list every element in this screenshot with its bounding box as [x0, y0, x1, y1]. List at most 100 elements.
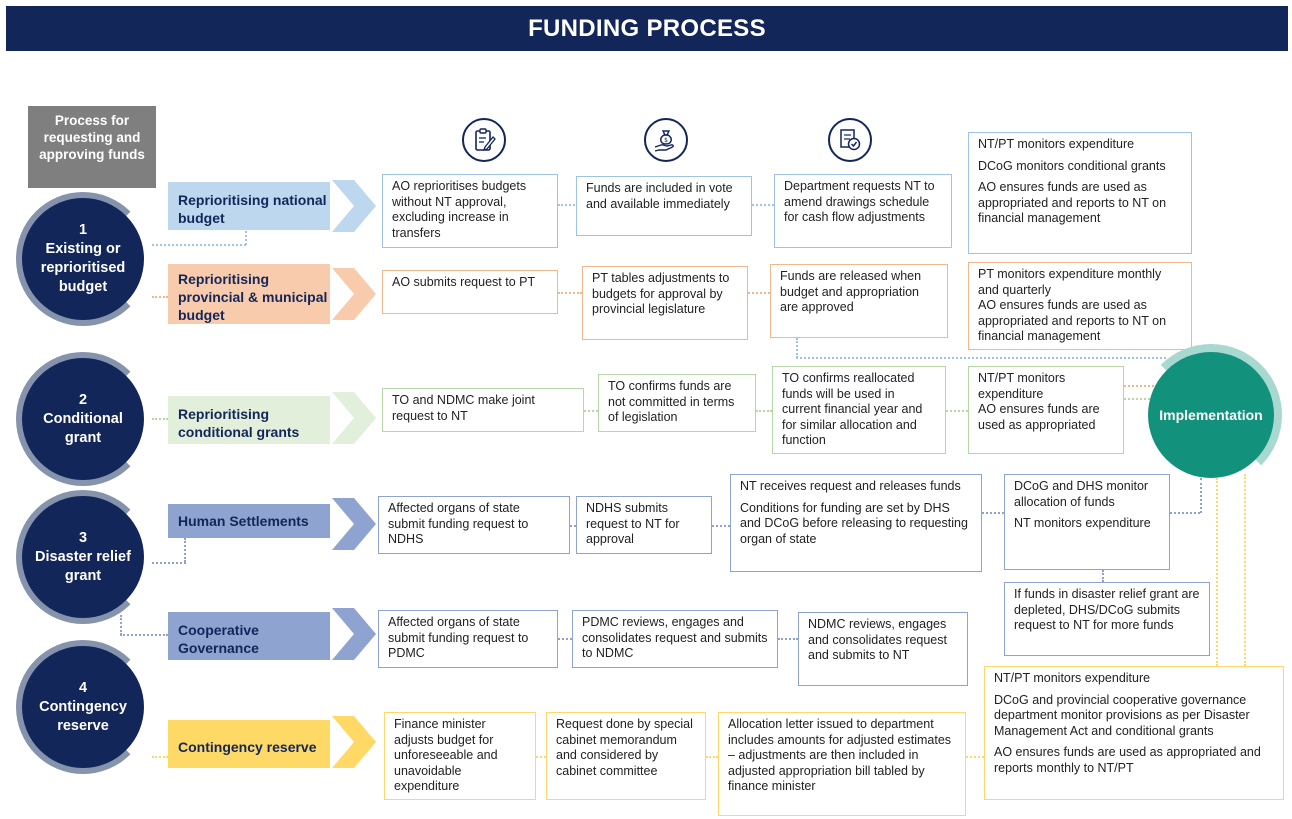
- pathway-label: Reprioritising provincial & municipal bu…: [178, 270, 328, 323]
- connector: [152, 296, 168, 298]
- process-label: Process for requesting and approving fun…: [28, 106, 156, 188]
- monitor-text: NT/PT monitors expenditure: [978, 137, 1135, 151]
- monitor-box: PT monitors expenditure monthly and quar…: [968, 262, 1192, 350]
- connector: [570, 525, 576, 527]
- step-box: TO confirms funds are not committed in t…: [598, 374, 756, 432]
- nt-release-box: NT receives request and releases funds C…: [730, 474, 982, 572]
- connector: [712, 525, 730, 527]
- connector: [152, 418, 168, 420]
- category-number: 1: [78, 222, 88, 238]
- svg-text:$: $: [664, 137, 668, 144]
- document-check-icon: [828, 118, 872, 162]
- step-box: Funds are released when budget and appro…: [770, 264, 948, 338]
- pathway-national: Reprioritising national budget: [168, 182, 330, 230]
- monitor-box: NT/PT monitors expenditure DCoG and prov…: [984, 666, 1284, 800]
- chevron-arrow-icon: [332, 392, 376, 444]
- connector: [796, 338, 798, 358]
- category-arc: [16, 640, 150, 774]
- connector: [584, 410, 598, 412]
- step-box: AO submits request to PT: [382, 270, 558, 314]
- category-4-circle: 4 Contingency reserve: [22, 646, 144, 768]
- step-text: NT receives request and releases funds: [740, 479, 961, 493]
- connector: [558, 204, 578, 206]
- connector: [120, 615, 122, 635]
- chevron-arrow-icon: [332, 716, 376, 768]
- page-title: FUNDING PROCESS: [6, 6, 1288, 51]
- category-arc: [16, 352, 150, 486]
- step-box: PDMC reviews, engages and consolidates r…: [572, 610, 778, 668]
- connector: [756, 410, 772, 412]
- monitor-text: AO ensures funds are used as appropriate…: [978, 402, 1100, 432]
- category-label: Existing or reprioritised budget: [40, 241, 126, 295]
- step-box: Finance minister adjusts budget for unfo…: [384, 712, 536, 800]
- step-box: NDMC reviews, engages and consolidates r…: [798, 612, 968, 686]
- category-label: Contingency reserve: [39, 698, 127, 734]
- connector: [245, 228, 247, 245]
- category-label: Conditional grant: [43, 410, 123, 446]
- category-2-circle: 2 Conditional grant: [22, 358, 144, 480]
- category-arc: [16, 192, 150, 326]
- monitor-text: DCoG monitors conditional grants: [978, 158, 1166, 173]
- pathway-conditional: Reprioritising conditional grants: [168, 396, 330, 444]
- connector: [946, 410, 968, 412]
- connector: [120, 634, 168, 636]
- category-arc: [16, 490, 150, 624]
- step-box: Allocation letter issued to department i…: [718, 712, 966, 816]
- connector: [152, 562, 186, 564]
- connector: [1244, 474, 1246, 666]
- monitor-box: DCoG and DHS monitor allocation of funds…: [1004, 474, 1170, 570]
- monitor-text: PT monitors expenditure monthly and quar…: [978, 267, 1162, 297]
- category-number: 2: [78, 391, 88, 408]
- step-box: PT tables adjustments to budgets for app…: [582, 266, 748, 340]
- monitor-text: DCoG and DHS monitor allocation of funds: [1014, 479, 1149, 509]
- category-number: 3: [78, 529, 88, 546]
- implementation-circle: Implementation: [1148, 352, 1274, 478]
- connector: [152, 756, 168, 758]
- monitor-box: NT/PT monitors expenditure DCoG monitors…: [968, 132, 1192, 254]
- connector: [778, 638, 798, 640]
- connector: [1102, 570, 1104, 582]
- chevron-arrow-icon: [332, 180, 376, 232]
- connector: [1216, 478, 1218, 666]
- pathway-provincial: Reprioritising provincial & municipal bu…: [168, 264, 330, 324]
- monitor-text: DCoG and provincial cooperative governan…: [994, 692, 1250, 738]
- connector: [152, 244, 246, 246]
- category-1-circle: 1 Existing or reprioritised budget: [22, 198, 144, 320]
- pathway-label: Human Settlements: [178, 513, 309, 529]
- pathway-label: Reprioritising conditional grants: [178, 405, 300, 440]
- step-box: TO and NDMC make joint request to NT: [382, 388, 584, 432]
- implementation-arc: [1140, 344, 1282, 486]
- step-text: Conditions for funding are set by DHS an…: [740, 500, 968, 546]
- connector: [536, 756, 546, 758]
- step-box: Affected organs of state submit funding …: [378, 496, 570, 554]
- connector: [184, 538, 186, 562]
- monitor-text: AO ensures funds are used as appropriate…: [978, 298, 1167, 343]
- connector: [558, 292, 582, 294]
- step-box: Department requests NT to amend drawings…: [774, 174, 952, 248]
- connector: [1124, 385, 1158, 387]
- step-box: AO reprioritises budgets without NT appr…: [382, 174, 558, 248]
- monitor-text: NT/PT monitors expenditure: [994, 671, 1151, 685]
- connector: [1124, 398, 1154, 400]
- step-box: Funds are included in vote and available…: [576, 176, 752, 236]
- monitor-box: NT/PT monitors expenditure AO ensures fu…: [968, 366, 1124, 454]
- chevron-arrow-icon: [332, 498, 376, 550]
- pathway-label: Contingency reserve: [178, 738, 317, 755]
- monitor-text: NT/PT monitors expenditure: [978, 371, 1066, 401]
- pathway-cooperative: Cooperative Governance: [168, 612, 330, 660]
- clipboard-icon: [462, 118, 506, 162]
- pathway-label: Cooperative Governance: [178, 621, 259, 656]
- chevron-arrow-icon: [332, 268, 376, 320]
- chevron-arrow-icon: [332, 608, 376, 660]
- category-label: Disaster relief grant: [35, 548, 131, 584]
- monitor-text: AO ensures funds are used as appropriate…: [994, 745, 1261, 775]
- connector: [1200, 478, 1202, 513]
- category-3-circle: 3 Disaster relief grant: [22, 496, 144, 618]
- money-bag-hand-icon: $: [644, 118, 688, 162]
- step-box: TO confirms reallocated funds will be us…: [772, 366, 946, 454]
- connector: [558, 638, 572, 640]
- step-box: Request done by special cabinet memorand…: [546, 712, 706, 800]
- connector: [982, 512, 1004, 514]
- connector: [706, 756, 718, 758]
- connector: [752, 204, 774, 206]
